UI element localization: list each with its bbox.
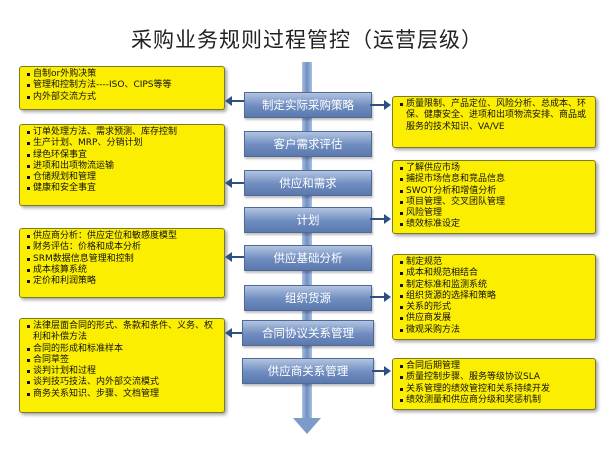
list-item: SRM数据信息管理和控制	[27, 254, 221, 265]
list-item: 生产计划、MRP、分销计划	[27, 138, 221, 149]
connector-arrow	[225, 96, 244, 106]
connector-arrow	[225, 328, 242, 338]
list-item: 了解供应市场	[400, 163, 592, 174]
list-item: 质量控制步骤、服务等级协议SLA	[400, 372, 592, 383]
list-item: 微观采购方法	[400, 325, 592, 336]
list-item: 质量限制、产品定位、风险分析、总成本、环保、健康安全、进项和出项物流安排、商品或…	[400, 99, 592, 133]
list-item: 关系的形式	[400, 302, 592, 313]
left-box-strategy: 自制or外购决策 管理和控制方法----ISO、CIPS等等 内外部交流方式	[19, 66, 225, 110]
connector-arrow	[225, 178, 244, 188]
right-box-planning: 了解供应市场 捕捉市场信息和竞品信息 SWOT分析和增值分析 项目管理、交叉团队…	[392, 160, 596, 234]
list-item: 谈判计划和过程	[27, 366, 221, 377]
step-supplier-relationship: 供应商关系管理	[242, 358, 374, 384]
left-box-supply-base: 供应商分析：供应定位和敏感度模型 财务评估：价格和成本分析 SRM数据信息管理和…	[19, 228, 225, 298]
list-item: 成本和规范相结合	[400, 268, 592, 279]
list-item: 法律层面合同的形式、条款和条件、义务、权利和补偿方法	[27, 321, 221, 344]
list-item: SWOT分析和增值分析	[400, 186, 592, 197]
page-title: 采购业务规则过程管控（运营层级）	[131, 28, 483, 52]
right-box-supplier-relationship: 合同后期管理 质量控制步骤、服务等级协议SLA 关系管理的绩效管控和关系持续开发…	[392, 358, 596, 410]
list-item: 自制or外购决策	[27, 69, 221, 80]
list-item: 绿色环保事宜	[27, 150, 221, 161]
list-item: 合同的形成和标准样本	[27, 344, 221, 355]
list-item: 关系管理的绩效管控和关系持续开发	[400, 384, 592, 395]
step-supply-base-analysis: 供应基础分析	[244, 245, 372, 271]
list-item: 组织货源的选择和策略	[400, 291, 592, 302]
list-item: 合同草签	[27, 355, 221, 366]
connector-arrow	[370, 214, 391, 224]
connector-arrow	[370, 100, 391, 110]
left-box-supply-demand: 订单处理方法、需求预测、库存控制 生产计划、MRP、分销计划 绿色环保事宜 进项…	[19, 124, 225, 206]
list-item: 成本核算系统	[27, 265, 221, 276]
connector-arrow	[372, 366, 391, 376]
list-item: 订单处理方法、需求预测、库存控制	[27, 127, 221, 138]
connector-arrow	[370, 292, 391, 302]
list-item: 制定标准和监测系统	[400, 280, 592, 291]
step-planning: 计划	[244, 207, 372, 233]
list-item: 捕捉市场信息和竞品信息	[400, 174, 592, 185]
right-box-strategy: 质量限制、产品定位、风险分析、总成本、环保、健康安全、进项和出项物流安排、商品或…	[392, 96, 596, 148]
left-box-contract: 法律层面合同的形式、条款和条件、义务、权利和补偿方法 合同的形成和标准样本 合同…	[19, 318, 225, 413]
step-customer-needs: 客户需求评估	[244, 131, 372, 157]
list-item: 项目管理、交叉团队管理	[400, 197, 592, 208]
list-item: 绩效测量和供应商分级和奖惩机制	[400, 395, 592, 406]
list-item: 健康和安全事宜	[27, 183, 221, 194]
process-flow-arrow	[302, 62, 312, 422]
list-item: 风险管理	[400, 208, 592, 219]
list-item: 绩效标准设定	[400, 219, 592, 230]
list-item: 内外部交流方式	[27, 92, 221, 103]
list-item: 商务关系知识、步骤、文档管理	[27, 389, 221, 400]
list-item: 进项和出项物流运输	[27, 161, 221, 172]
connector-arrow	[225, 252, 244, 262]
list-item: 仓储规划和管理	[27, 172, 221, 183]
step-procurement-strategy: 制定实际采购策略	[244, 92, 372, 118]
step-supply-demand: 供应和需求	[244, 170, 372, 196]
list-item: 管理和控制方法----ISO、CIPS等等	[27, 80, 221, 91]
list-item: 制定规范	[400, 257, 592, 268]
list-item: 合同后期管理	[400, 361, 592, 372]
right-box-sourcing: 制定规范 成本和规范相结合 制定标准和监测系统 组织货源的选择和策略 关系的形式…	[392, 254, 596, 340]
list-item: 供应商发展	[400, 313, 592, 324]
list-item: 供应商分析：供应定位和敏感度模型	[27, 231, 221, 242]
step-sourcing: 组织货源	[244, 285, 372, 311]
list-item: 定价和利润策略	[27, 276, 221, 287]
list-item: 谈判技巧技法、内外部交流模式	[27, 377, 221, 388]
step-contract-management: 合同协议关系管理	[242, 320, 374, 346]
flow-arrow-head	[293, 418, 321, 434]
list-item: 财务评估：价格和成本分析	[27, 242, 221, 253]
